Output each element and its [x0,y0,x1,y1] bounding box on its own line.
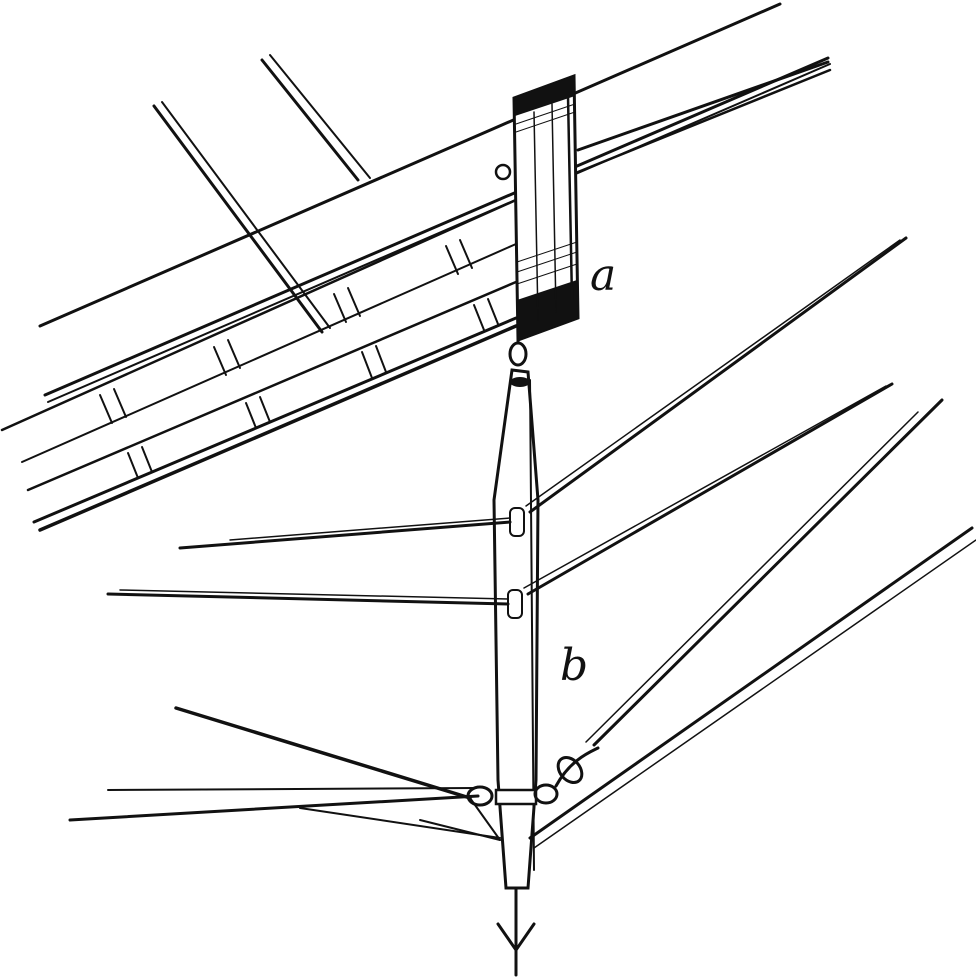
label-a: a [590,250,616,301]
iron-band-a [494,73,580,367]
rigging-ropes [68,236,976,849]
sling-spar-b [492,368,540,977]
label-b: b [560,640,588,691]
rail-spacers [99,239,499,479]
yard-spar [0,2,832,532]
